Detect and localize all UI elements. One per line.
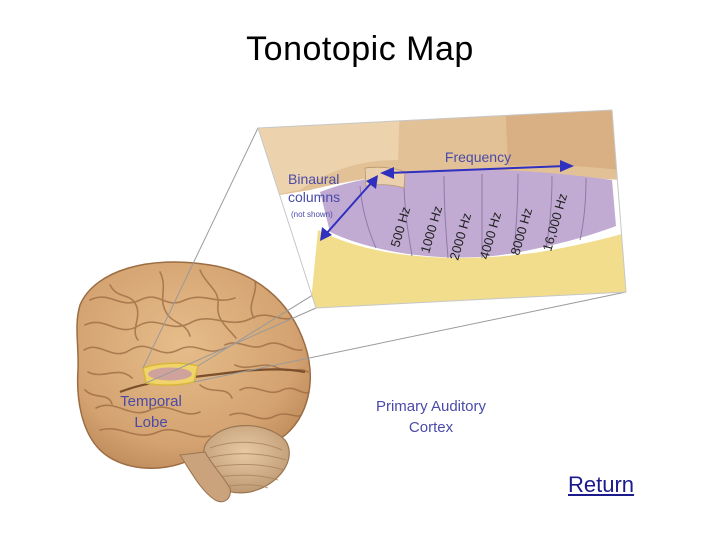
binaural-columns-label: Binaural [288, 171, 339, 187]
binaural-note: (not shown) [291, 210, 333, 219]
frequency-label: Frequency [445, 149, 511, 165]
slide-title: Tonotopic Map [246, 30, 474, 68]
temporal-lobe-label: Temporal [120, 393, 182, 410]
primary-auditory-cortex-label: Primary Auditory [376, 398, 487, 415]
temporal-lobe-label: Lobe [134, 414, 167, 431]
primary-auditory-cortex-label: Cortex [409, 419, 454, 436]
binaural-columns-label: columns [288, 189, 340, 205]
return-link[interactable]: Return [568, 472, 635, 497]
cortex-closeup: 500 Hz 1000 Hz 2000 Hz 4000 Hz 8000 Hz 1… [257, 109, 627, 309]
binaural-arrow [320, 175, 378, 241]
frequency-arrow [380, 160, 574, 179]
brain-illustration [76, 261, 311, 503]
